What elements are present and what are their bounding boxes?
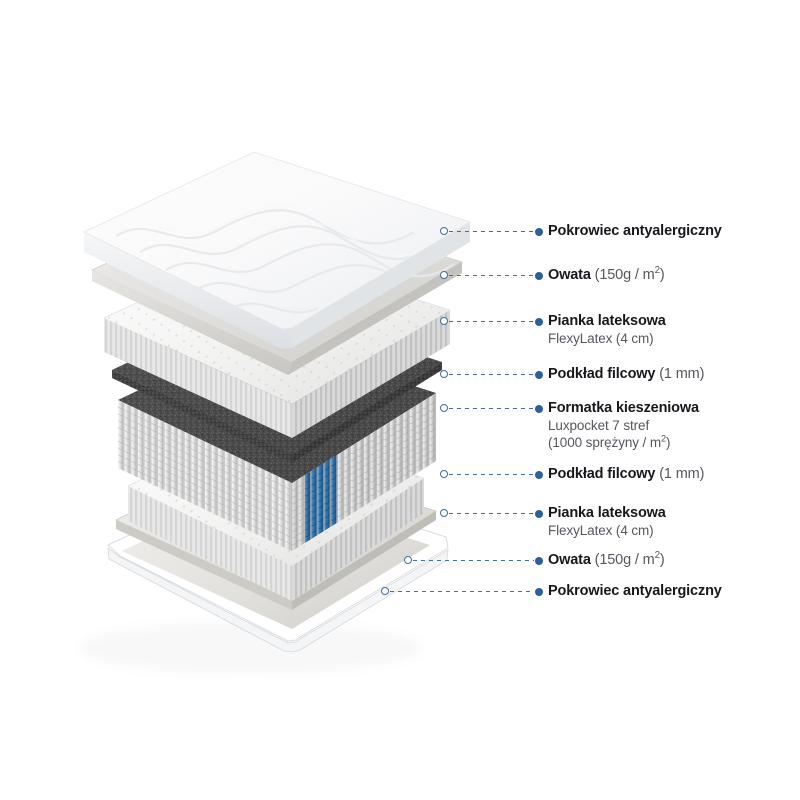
pocket-spring <box>285 479 291 551</box>
pocket-spring <box>265 470 271 541</box>
label-pocket-core: Formatka kieszeniowa Luxpocket 7 stref (… <box>548 400 699 451</box>
label-wadding-top-title: Owata (150g / m2) <box>548 265 665 283</box>
pocket-spring <box>158 419 164 490</box>
pocket-spring-zone-highlight <box>318 463 324 535</box>
pocket-spring <box>396 414 402 486</box>
pocket-spring <box>164 422 170 493</box>
label-felt-top-title: Podkład filcowy (1 mm) <box>548 366 705 382</box>
label-felt-bottom-note: (1 mm) <box>659 466 705 482</box>
pocket-spring <box>225 451 230 522</box>
pocket-spring <box>258 467 264 538</box>
pocket-spring-zone-highlight <box>311 467 317 539</box>
leader-latex-top <box>440 317 543 327</box>
pocket-spring <box>377 426 383 498</box>
label-pocket-core-sub2: (1000 sprężyny / m2) <box>548 433 671 451</box>
pocket-spring <box>184 431 190 503</box>
leader-cover-bottom <box>381 587 543 597</box>
pocket-spring <box>298 475 304 547</box>
label-cover-bottom: Pokrowiec antyalergiczny <box>548 583 722 600</box>
label-latex-top-sub: FlexyLatex (4 cm) <box>548 331 654 347</box>
layer-cover-top <box>83 151 471 364</box>
pocket-spring <box>278 476 284 547</box>
spring-rows-left <box>117 400 292 551</box>
label-wadding-top: Owata (150g / m2) <box>548 265 665 284</box>
pocket-spring-zone-highlight <box>305 471 311 543</box>
label-felt-top-note: (1 mm) <box>659 366 705 382</box>
pocket-spring <box>191 435 197 506</box>
pocket-spring <box>416 402 422 474</box>
leader-wadding-top <box>440 271 543 281</box>
mattress-artwork <box>78 151 471 674</box>
label-pocket-core-sub1: Luxpocket 7 stref <box>548 418 650 434</box>
pocket-spring <box>251 463 257 535</box>
label-wadding-bottom-note: (150g / m2) <box>594 550 665 568</box>
pocket-spring <box>171 425 177 496</box>
leader-felt-bottom <box>440 470 543 480</box>
pocket-spring-zone-highlight <box>324 459 330 531</box>
pocket-spring <box>231 454 237 525</box>
label-cover-top-title: Pokrowiec antyalergiczny <box>548 223 722 239</box>
pocket-spring <box>245 460 251 531</box>
pocket-spring <box>357 439 363 511</box>
pocket-spring <box>337 451 343 523</box>
pocket-spring <box>218 447 224 519</box>
pocket-spring <box>211 444 217 516</box>
pocket-spring <box>238 457 244 528</box>
leader-felt-top <box>440 370 543 380</box>
pocket-spring <box>429 394 435 466</box>
pocket-spring <box>383 422 389 494</box>
pocket-spring <box>178 428 184 500</box>
pocket-spring <box>271 473 277 544</box>
label-latex-bottom-sub: FlexyLatex (4 cm) <box>548 523 654 539</box>
leader-latex-bottom <box>440 509 543 519</box>
label-cover-top: Pokrowiec antyalergiczny <box>548 223 722 240</box>
pocket-spring <box>364 434 369 506</box>
pocket-spring <box>344 447 350 519</box>
leader-wadding-bottom <box>404 556 543 566</box>
pocket-spring <box>350 443 356 515</box>
label-pocket-core-title: Formatka kieszeniowa <box>548 400 699 416</box>
pocket-spring <box>205 441 210 512</box>
label-wadding-bottom: Owata (150g / m2) <box>548 550 665 569</box>
pocket-spring <box>198 438 204 509</box>
pocket-spring <box>144 412 150 484</box>
label-latex-bottom: Pianka lateksowa FlexyLatex (4 cm) <box>548 505 666 539</box>
label-latex-bottom-title: Pianka lateksowa <box>548 505 666 521</box>
label-latex-top: Pianka lateksowa FlexyLatex (4 cm) <box>548 313 666 347</box>
pocket-spring <box>292 479 297 551</box>
leader-cover-top <box>440 227 543 237</box>
pocket-spring <box>151 416 157 487</box>
pocket-spring <box>118 400 123 471</box>
pocket-spring <box>390 418 396 490</box>
label-latex-top-title: Pianka lateksowa <box>548 313 666 329</box>
label-felt-top: Podkład filcowy (1 mm) <box>548 366 704 383</box>
label-wadding-top-note: (150g / m2) <box>594 265 665 283</box>
pocket-spring <box>370 430 376 502</box>
label-cover-bottom-title: Pokrowiec antyalergiczny <box>548 583 722 599</box>
label-felt-bottom: Podkład filcowy (1 mm) <box>548 466 704 483</box>
mattress-exploded-illustration <box>78 151 471 674</box>
pocket-spring <box>422 398 428 470</box>
label-wadding-bottom-title: Owata (150g / m2) <box>548 550 665 568</box>
spring-rows-right <box>291 393 436 551</box>
pocket-spring <box>138 409 143 480</box>
label-felt-bottom-title: Podkład filcowy (1 mm) <box>548 466 705 482</box>
leader-pocket-core <box>440 404 543 414</box>
pocket-spring <box>124 403 130 474</box>
pocket-spring <box>131 406 137 477</box>
pocket-spring <box>409 406 415 478</box>
